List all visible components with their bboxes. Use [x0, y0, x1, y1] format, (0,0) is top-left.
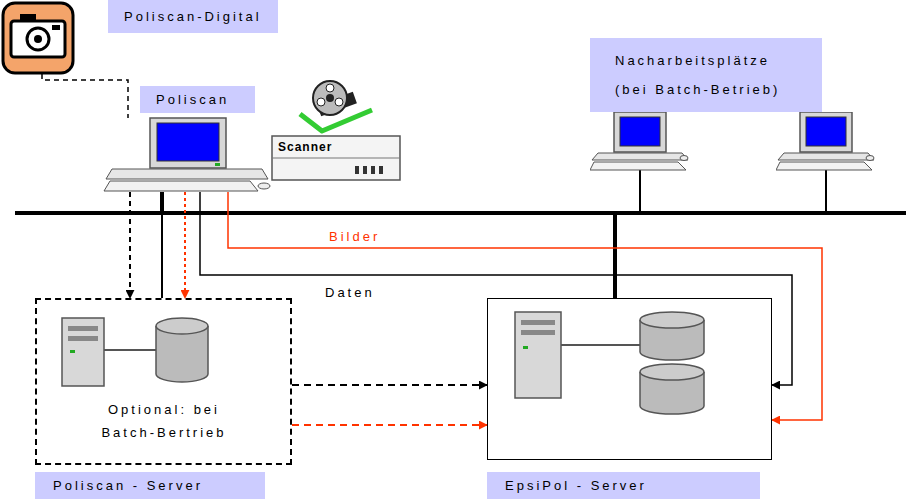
heading-band: EpsiPol - Server: [487, 472, 760, 499]
workstation: [776, 112, 874, 170]
network-bus: [15, 211, 906, 215]
heading-band: Poliscan - Server: [53, 478, 203, 493]
edge-label: Bilder: [329, 229, 380, 244]
bus-drop: [639, 168, 641, 213]
heading-text: Nacharbeitsplätze (bei Batch-Betrieb): [615, 53, 780, 97]
heading-band: Poliscan: [156, 92, 229, 107]
heading-band: Poliscan - Server: [35, 472, 265, 499]
optional-server-box: Optional: bei Batch-BertriebPoliscan - S…: [35, 298, 292, 465]
bus-drop: [161, 213, 163, 298]
camera-node: Poliscan-Digital: [2, 2, 74, 74]
workstation-node: Poliscan: [105, 118, 270, 192]
connector: [292, 424, 487, 426]
edge-label: Bilder: [326, 228, 383, 245]
device-label: Scanner: [278, 140, 332, 154]
film-reel: [300, 81, 372, 131]
note-text: Optional: bei Batch-Bertrieb: [101, 402, 226, 440]
edge-label: Daten: [325, 285, 375, 300]
heading-band: Poliscan-Digital: [108, 0, 278, 33]
device-label: Scanner: [278, 138, 332, 155]
server: [515, 312, 704, 414]
scanner: [272, 136, 400, 180]
connector: [42, 74, 128, 118]
bus-drop: [613, 213, 617, 298]
scanner-node: Scanner: [272, 136, 400, 180]
heading-text: Nacharbeitsplätze (bei Batch-Betrieb): [590, 38, 822, 112]
workstation: [104, 118, 270, 191]
heading-band: EpsiPol - Server: [505, 478, 647, 493]
connector: [129, 192, 131, 298]
connector: [200, 192, 792, 385]
edge-label: Daten: [322, 284, 378, 301]
heading-band: Poliscan-Digital: [124, 9, 262, 24]
camera-icon: [3, 3, 73, 73]
server-box: EpsiPol - Server: [487, 298, 772, 460]
bus-drop: [160, 192, 164, 213]
connector: [184, 192, 186, 298]
connector: [228, 192, 822, 420]
heading-band: Poliscan: [140, 86, 255, 113]
server: [62, 318, 208, 386]
bus-drop: [825, 168, 827, 213]
workstation: [590, 112, 688, 170]
connector: [292, 384, 487, 386]
rework-band: Nacharbeitsplätze (bei Batch-Betrieb): [590, 38, 822, 112]
note-text: Optional: bei Batch-Bertrieb: [79, 398, 249, 444]
